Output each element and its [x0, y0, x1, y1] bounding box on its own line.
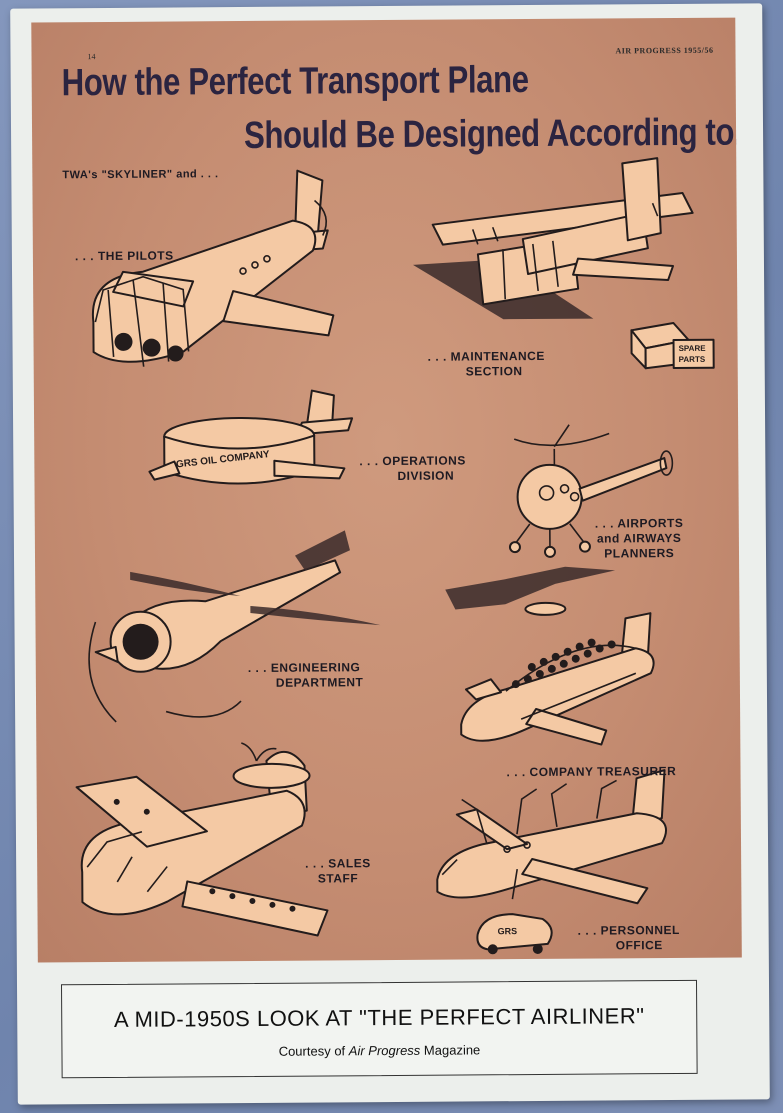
caption-sales-line2: STAFF — [317, 871, 359, 886]
caption-pilots: . . . THE PILOTS — [74, 248, 174, 264]
museum-label-title: A MID-1950S LOOK AT "THE PERFECT AIRLINE… — [113, 1003, 645, 1032]
luxury-sales-plane-drawing — [75, 742, 329, 937]
plane-shadow-and-coin — [445, 566, 616, 616]
svg-text:GRS: GRS — [498, 926, 518, 936]
caption-sales: . . . SALES STAFF — [305, 856, 371, 886]
caption-engineering-line2: DEPARTMENT — [275, 675, 364, 690]
spare-parts-crate-drawing: SPARE PARTS — [630, 322, 715, 370]
vintage-magazine-page: 14 AIR PROGRESS 1955/56 How the Perfect … — [31, 17, 742, 963]
caption-engineering-line1: . . . ENGINEERING — [247, 660, 361, 675]
caption-sales-line1: . . . SALES — [305, 856, 371, 871]
caption-operations: . . . OPERATIONS DIVISION — [359, 453, 466, 484]
credit-prefix: Courtesy of — [278, 1043, 349, 1059]
caption-maintenance-line1: . . . MAINTENANCE — [427, 348, 545, 364]
maintenance-box-plane-drawing: SPARE PARTS — [412, 157, 715, 370]
caption-personnel-line1: . . . PERSONNEL — [577, 922, 680, 938]
engine-feather-plane-drawing — [88, 530, 381, 723]
caption-airports: . . . AIRPORTS and AIRWAYS PLANNERS — [595, 516, 684, 562]
caption-maintenance: . . . MAINTENANCE SECTION — [428, 349, 545, 380]
packed-passenger-plane-drawing — [460, 612, 655, 746]
robot-arm-plane-drawing: GRS — [436, 769, 667, 955]
poster-mount-sheet: 14 AIR PROGRESS 1955/56 How the Perfect … — [10, 3, 770, 1105]
helicopter-drawing — [508, 424, 674, 558]
caption-operations-line1: . . . OPERATIONS — [359, 453, 466, 469]
credit-suffix: Magazine — [420, 1042, 481, 1058]
pilots-plane-drawing — [91, 169, 335, 367]
caption-operations-line2: DIVISION — [397, 468, 455, 483]
oil-tank-plane-drawing: GRS OIL COMPANY — [148, 389, 354, 485]
grs-vehicle-drawing: GRS — [476, 913, 553, 955]
caption-airports-line2: and AIRWAYS — [596, 530, 682, 546]
caption-maintenance-line2: SECTION — [465, 364, 523, 379]
caption-airports-line3: PLANNERS — [604, 546, 675, 561]
svg-text:SPARE: SPARE — [679, 344, 707, 353]
museum-label: A MID-1950S LOOK AT "THE PERFECT AIRLINE… — [60, 979, 698, 1079]
cartoon-illustrations: .pf { fill:#f4c9a4; stroke:#231c1c; stro… — [75, 157, 715, 955]
caption-engineering: . . . ENGINEERING DEPARTMENT — [248, 660, 364, 691]
svg-text:PARTS: PARTS — [679, 355, 706, 364]
caption-airports-line1: . . . AIRPORTS — [594, 515, 684, 531]
caption-treasurer: . . . COMPANY TREASURER — [506, 764, 677, 780]
caption-personnel-line2: OFFICE — [615, 938, 663, 953]
credit-magazine-name: Air Progress — [348, 1042, 421, 1059]
caption-personnel: . . . PERSONNEL OFFICE — [578, 923, 680, 954]
museum-label-credit: Courtesy of Air Progress Magazine — [62, 1041, 696, 1060]
